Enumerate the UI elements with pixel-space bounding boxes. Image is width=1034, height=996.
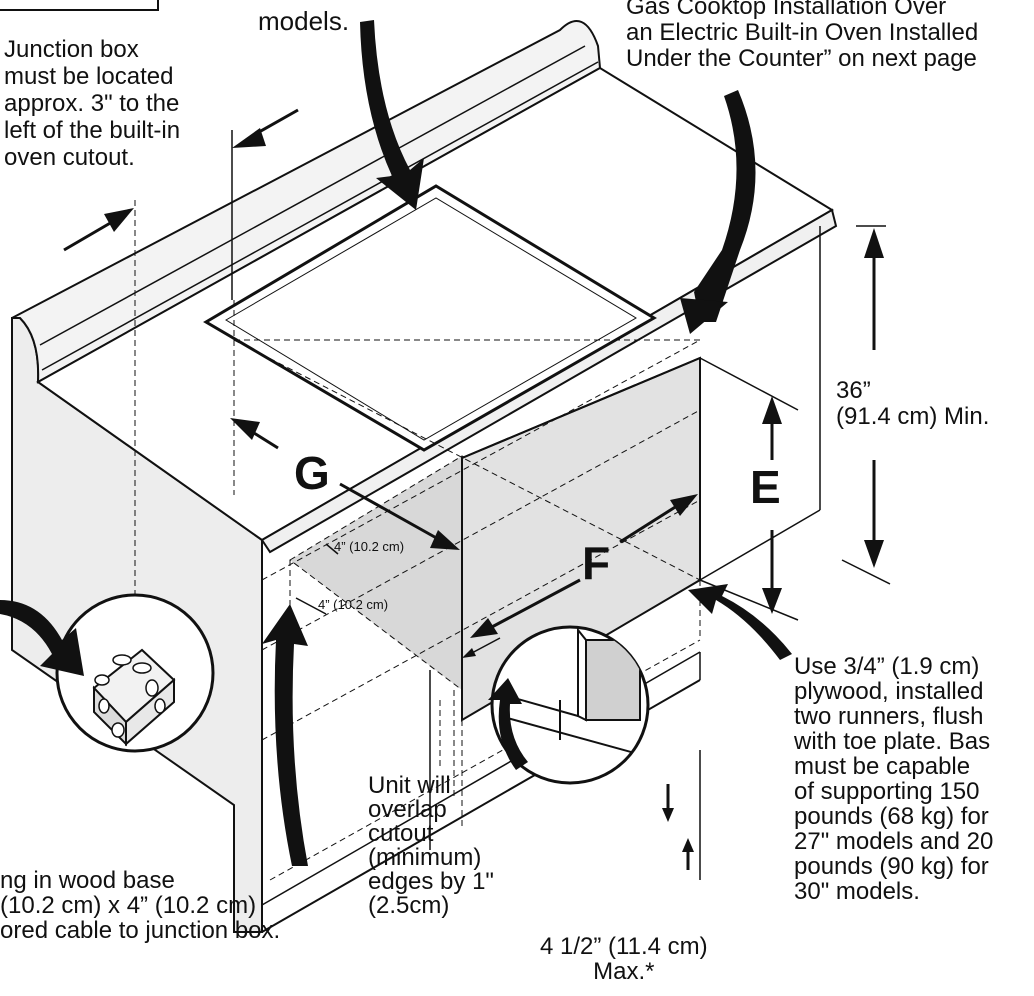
junction-box-icon: [92, 648, 176, 747]
label-max-note: 4 1/2” (11.4 cm) Max.*: [540, 933, 708, 985]
cooktop-cutout: [203, 184, 657, 452]
label-overlap-note: Unit will overlap cutout (minimum) edges…: [368, 772, 494, 919]
label-wood-base-note: ng in wood base (10.2 cm) x 4” (10.2 cm)…: [0, 867, 281, 944]
curved-arrows: [0, 20, 792, 866]
backsplash-detail-1: [39, 45, 586, 346]
label-gas-cooktop-note: Gas Cooktop Installation Over an Electri…: [626, 0, 979, 72]
label-junction-box-note: Junction box must be located approx. 3" …: [4, 36, 181, 171]
label-g: G: [294, 447, 330, 499]
label-dim-4-b: 4” (10.2 cm): [318, 597, 389, 612]
label-plywood-note: Use 3/4” (1.9 cm) plywood, installed two…: [794, 653, 994, 905]
label-models: models.: [258, 6, 350, 36]
top-left-box-edge: [0, 0, 159, 11]
label-f: F: [582, 537, 611, 589]
base-detail: [499, 627, 648, 761]
label-e: E: [750, 461, 781, 513]
backsplash-detail-2: [41, 61, 599, 371]
extension-lines: [295, 225, 891, 880]
cooktop-cutout-inner: [225, 197, 637, 441]
label-dim-4-a: 4” (10.2 cm): [334, 539, 405, 554]
oven-cutout-top: [461, 357, 701, 459]
label-height-36: 36” (91.4 cm) Min.: [836, 377, 990, 430]
cabinet-right-bottom: [699, 509, 821, 581]
dimension-arrows: [63, 108, 884, 870]
